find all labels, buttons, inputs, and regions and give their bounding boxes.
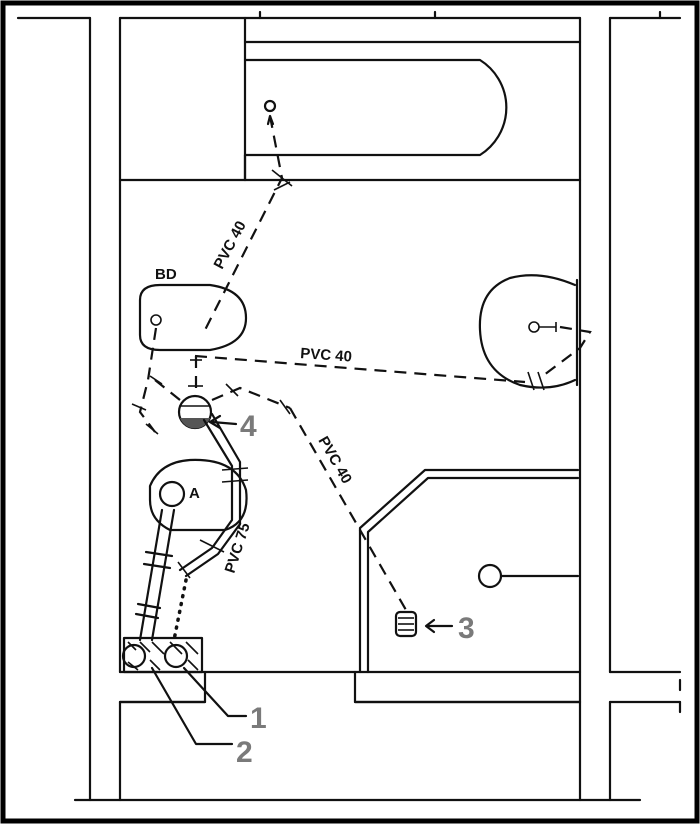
pvc-label-bathtub: PVC 40 bbox=[211, 218, 250, 272]
callout-1: 1 bbox=[250, 702, 267, 735]
bathtub bbox=[118, 16, 582, 182]
floor-drain bbox=[177, 394, 213, 430]
bidet-tap-icon bbox=[150, 314, 162, 326]
pvc-label-washbasin: PVC 40 bbox=[300, 345, 353, 366]
callout-2: 2 bbox=[236, 736, 253, 769]
wall-connections bbox=[121, 636, 204, 674]
walls bbox=[16, 10, 682, 802]
washbasin-tap-icon bbox=[528, 321, 540, 333]
toilet-label: A bbox=[189, 485, 200, 502]
bathtub-drain-icon bbox=[263, 99, 277, 113]
washbasin bbox=[478, 274, 579, 389]
shower-drain-icon bbox=[394, 610, 418, 638]
bidet: BD bbox=[138, 266, 248, 352]
bidet-label: BD bbox=[155, 266, 177, 283]
shower-valve-icon bbox=[477, 563, 503, 589]
toilet: A bbox=[148, 458, 248, 532]
callout-3: 3 bbox=[458, 612, 475, 645]
callout-4: 4 bbox=[240, 410, 257, 443]
shower bbox=[358, 468, 580, 674]
